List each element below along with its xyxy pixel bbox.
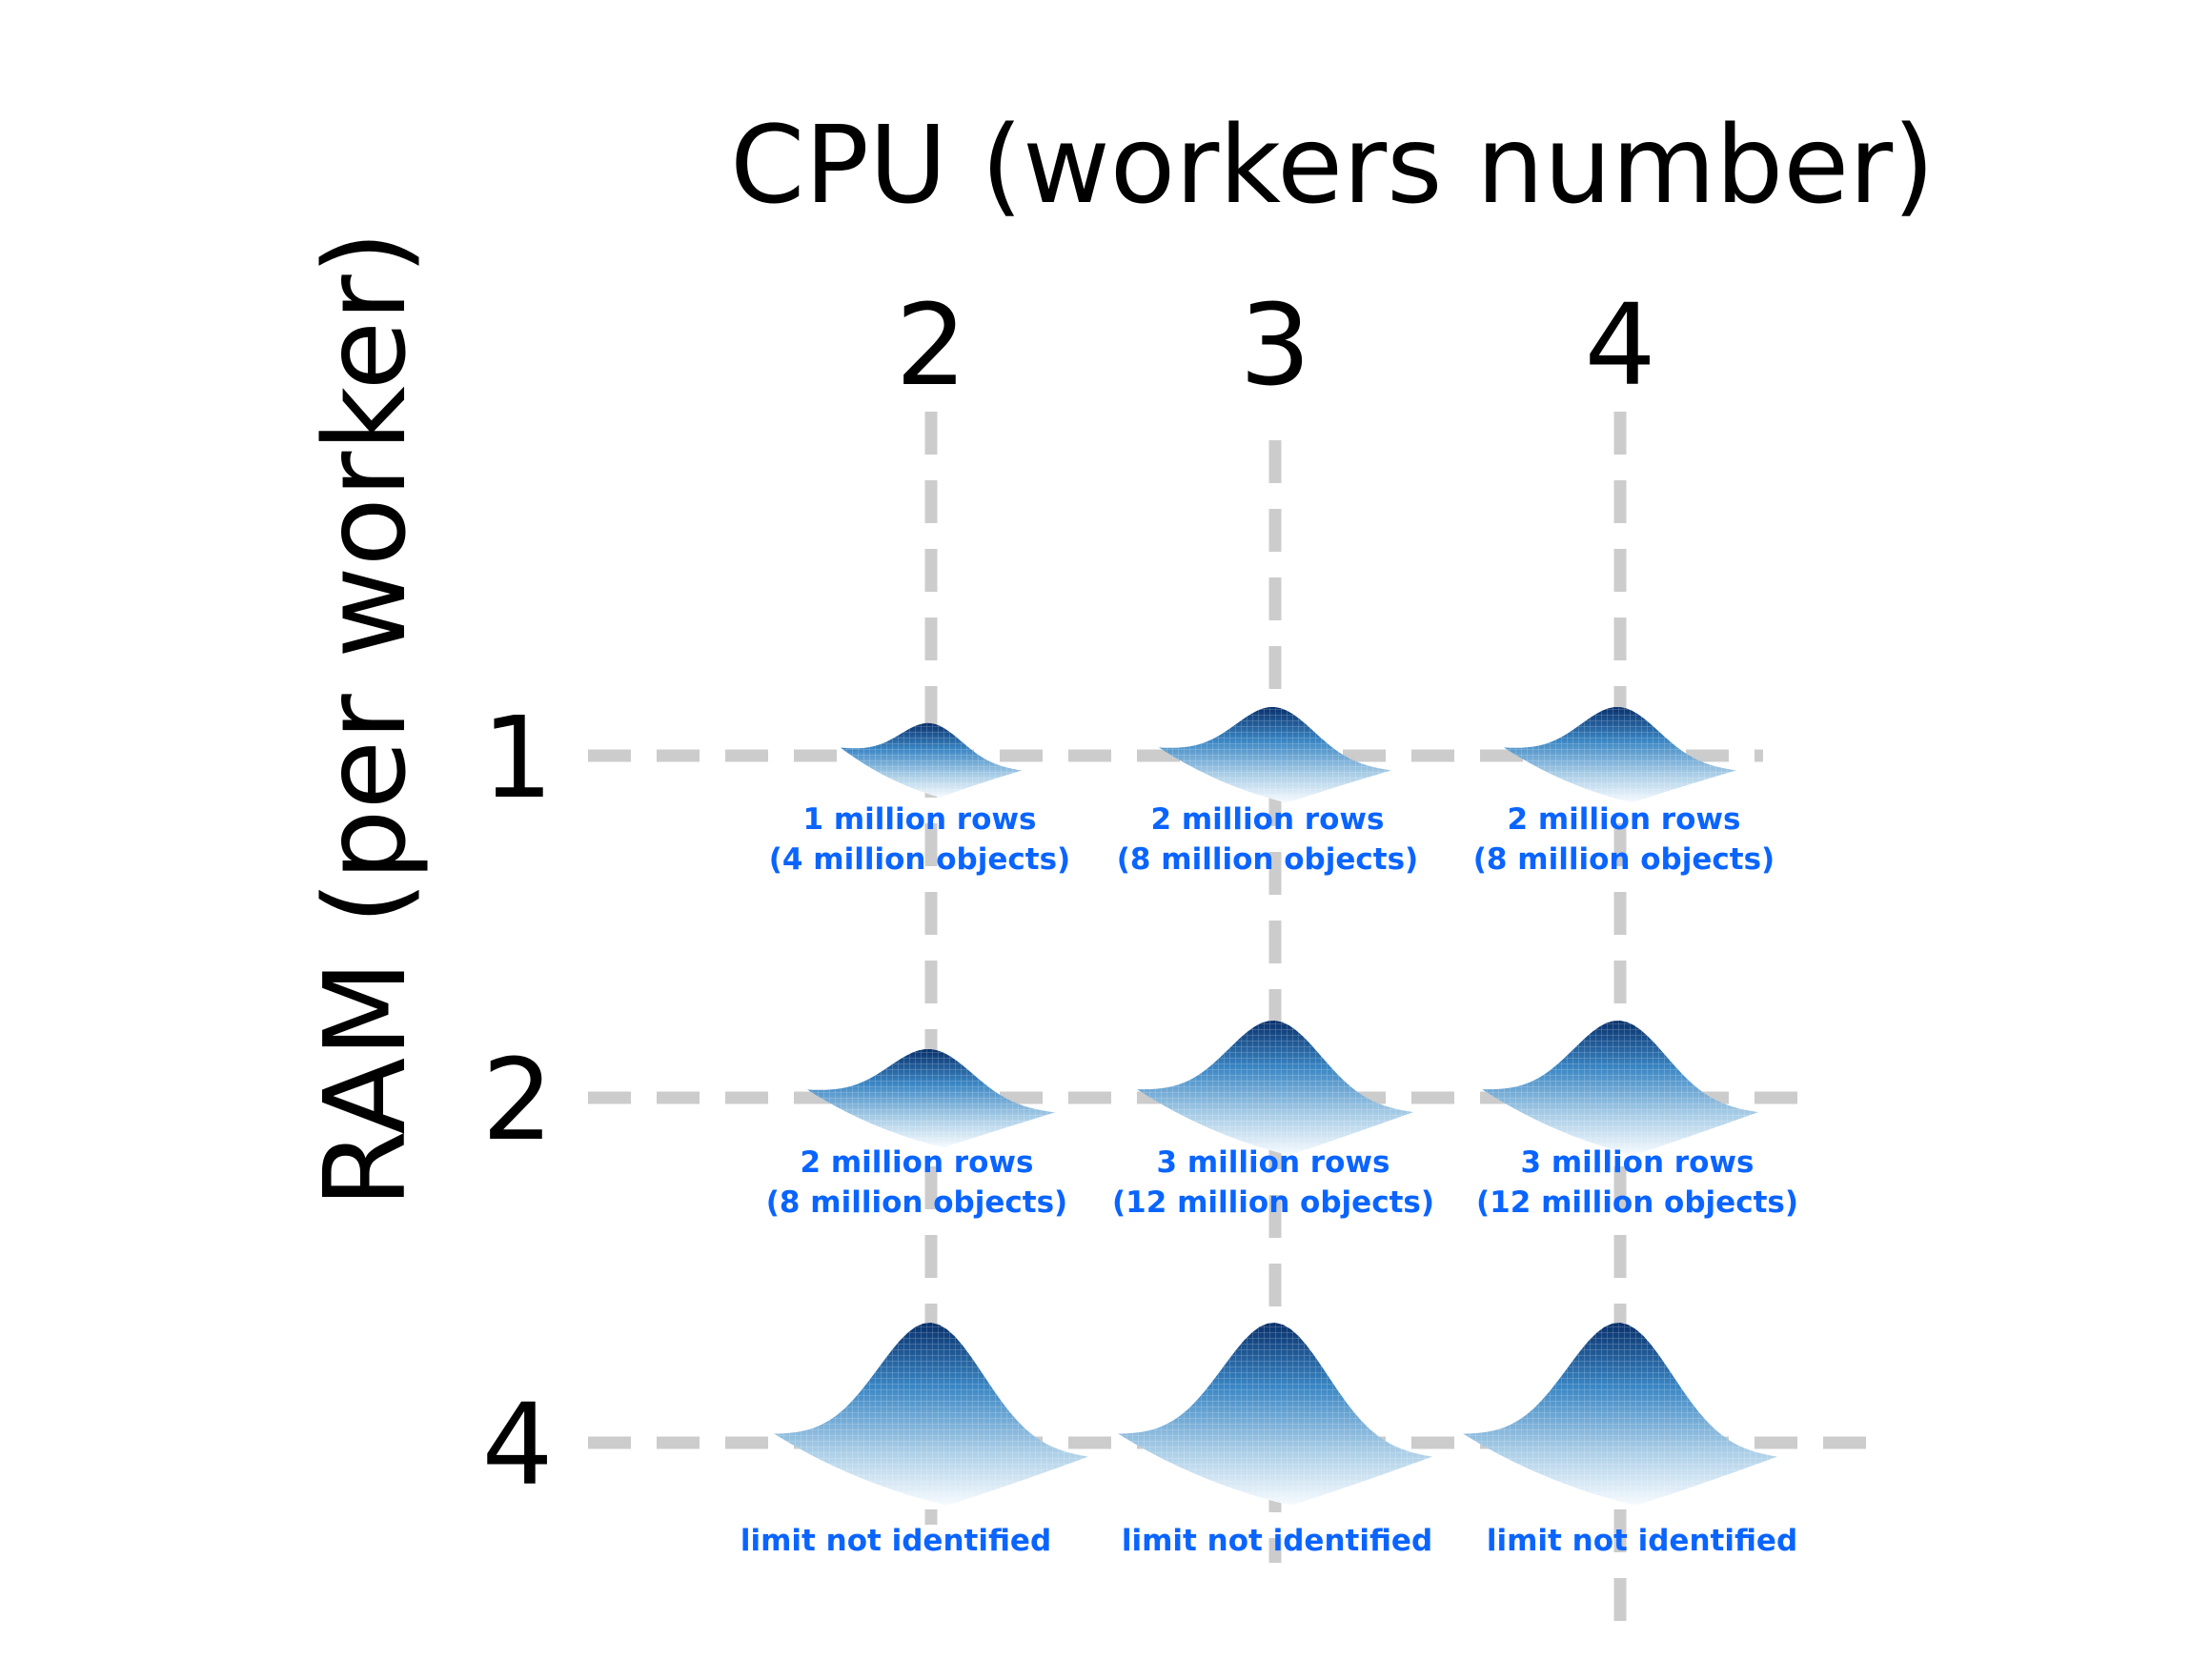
ticks: 2 3 4 1 2 4	[481, 279, 1655, 1510]
cell-label-line2: (8 million objects)	[1473, 842, 1775, 877]
cell-label-line2: (12 million objects)	[1112, 1185, 1434, 1220]
cell-label-line1: limit not identified	[1122, 1524, 1432, 1558]
surface-mesh	[1118, 1323, 1432, 1506]
cell-label-line1: 3 million rows	[1520, 1145, 1754, 1180]
surface-mesh	[1482, 1021, 1758, 1156]
cell-labels: 1 million rows (4 million objects) 2 milli…	[740, 802, 1798, 1558]
y-tick-label: 4	[481, 1379, 553, 1510]
cell-label-line1: limit not identified	[740, 1524, 1051, 1558]
y-axis-label: RAM (per worker)	[299, 231, 431, 1207]
cell-label-line1: 2 million rows	[800, 1145, 1033, 1180]
surfaces	[774, 707, 1777, 1506]
cell-label-line1: 1 million rows	[802, 802, 1036, 837]
surface-mesh	[1137, 1021, 1413, 1156]
surface-mesh	[841, 722, 1022, 798]
cell-label-line1: limit not identified	[1487, 1524, 1797, 1558]
y-tick-label: 2	[481, 1034, 553, 1165]
x-tick-label: 3	[1239, 279, 1310, 411]
surface-mesh	[1463, 1323, 1777, 1506]
cell-label-line2: (4 million objects)	[769, 842, 1070, 877]
surface-mesh	[774, 1323, 1088, 1506]
surface-mesh	[1159, 707, 1391, 803]
x-tick-label: 2	[895, 279, 966, 411]
cell-label-line2: (8 million objects)	[1117, 842, 1418, 877]
chart-title: CPU (workers number)	[730, 104, 1935, 228]
cell-label-line2: (8 million objects)	[766, 1185, 1067, 1220]
surface-mesh	[1504, 707, 1736, 803]
surface-mesh	[807, 1049, 1055, 1148]
cell-label-line1: 2 million rows	[1150, 802, 1384, 837]
cell-label-line1: 3 million rows	[1156, 1145, 1389, 1180]
y-tick-label: 1	[481, 692, 553, 823]
x-tick-label: 4	[1584, 279, 1655, 411]
cell-label-line2: (12 million objects)	[1476, 1185, 1798, 1220]
cell-label-line1: 2 million rows	[1507, 802, 1740, 837]
